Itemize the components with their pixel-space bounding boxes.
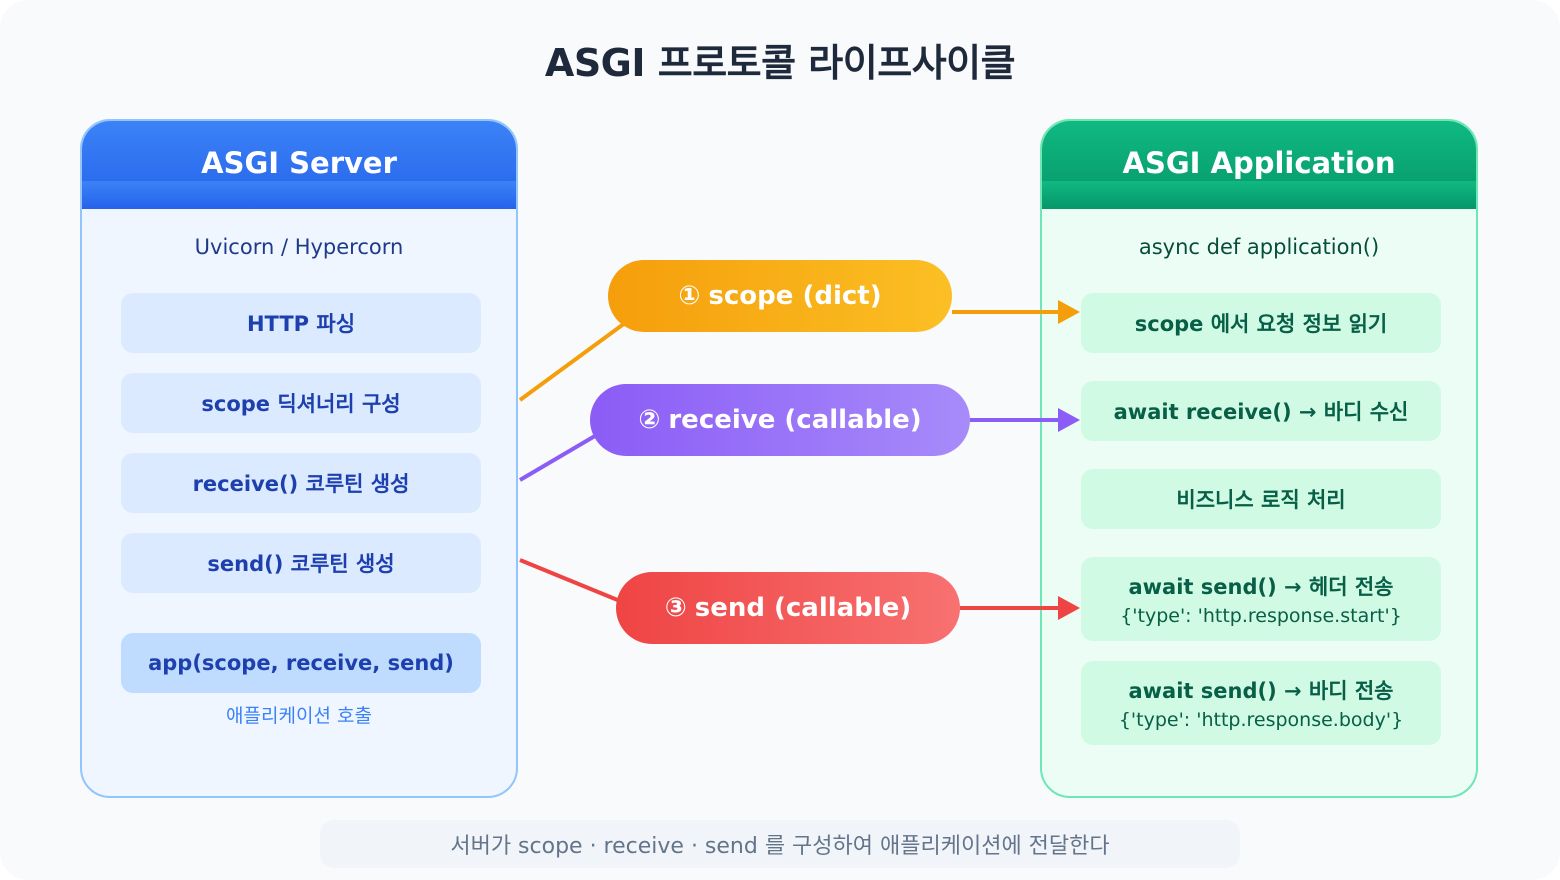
application-subtitle: async def application()	[1138, 235, 1380, 259]
asgi-application-panel: ASGI Application async def application()…	[1040, 119, 1478, 798]
app-step-send-body: await send() → 바디 전송 {'type': 'http.resp…	[1081, 661, 1441, 745]
app-step-read-scope: scope 에서 요청 정보 읽기	[1081, 293, 1441, 353]
step-detail: {'type': 'http.response.start'}	[1120, 605, 1402, 627]
server-step-build-scope: scope 딕셔너리 구성	[121, 373, 481, 433]
server-subtitle: Uvicorn / Hypercorn	[194, 235, 404, 259]
diagram-title: ASGI 프로토콜 라이프사이클	[544, 41, 1016, 85]
server-panel-header: ASGI Server	[82, 121, 516, 209]
step-label: scope 딕셔너리 구성	[201, 392, 401, 416]
app-call-caption: 애플리케이션 호출	[226, 705, 372, 727]
step-number-icon: ②	[638, 405, 661, 435]
step-label: await send() → 헤더 전송	[1128, 575, 1394, 599]
step-label: scope 에서 요청 정보 읽기	[1134, 312, 1388, 336]
step-number-icon: ③	[664, 593, 687, 623]
header-band	[1042, 181, 1476, 209]
server-step-receive-coroutine: receive() 코루틴 생성	[121, 453, 481, 513]
app-step-send-headers: await send() → 헤더 전송 {'type': 'http.resp…	[1081, 557, 1441, 641]
flow-pill-receive: ② receive (callable)	[590, 384, 970, 456]
step-detail: {'type': 'http.response.body'}	[1118, 709, 1404, 731]
step-label: receive() 코루틴 생성	[192, 472, 410, 496]
application-panel-header: ASGI Application	[1042, 121, 1476, 209]
flow-pill-scope: ① scope (dict)	[608, 260, 952, 332]
server-step-http-parse: HTTP 파싱	[121, 293, 481, 353]
send-wire-in	[519, 558, 621, 603]
flow-label: send (callable)	[694, 593, 912, 623]
footer-caption: 서버가 scope · receive · send 를 구성하여 애플리케이션…	[320, 820, 1240, 868]
server-step-send-coroutine: send() 코루틴 생성	[121, 533, 481, 593]
flow-label: scope (dict)	[708, 281, 882, 311]
app-step-business-logic: 비즈니스 로직 처리	[1081, 469, 1441, 529]
header-band	[82, 181, 516, 209]
server-step-app-call: app(scope, receive, send)	[121, 633, 481, 693]
flow-pill-send: ③ send (callable)	[616, 572, 960, 644]
step-label: HTTP 파싱	[246, 312, 356, 336]
asgi-server-panel: ASGI Server Uvicorn / Hypercorn HTTP 파싱 …	[80, 119, 518, 798]
step-label: await send() → 바디 전송	[1128, 679, 1394, 703]
flow-label: receive (callable)	[668, 405, 922, 435]
step-label: send() 코루틴 생성	[207, 552, 395, 576]
application-panel-title: ASGI Application	[1122, 146, 1396, 180]
step-label: await receive() → 바디 수신	[1113, 400, 1409, 424]
server-panel-title: ASGI Server	[201, 146, 397, 180]
app-step-await-receive: await receive() → 바디 수신	[1081, 381, 1441, 441]
receive-wire-in	[518, 431, 602, 482]
step-label: 비즈니스 로직 처리	[1176, 488, 1346, 512]
step-number-icon: ①	[678, 281, 701, 311]
step-label: app(scope, receive, send)	[148, 651, 454, 675]
